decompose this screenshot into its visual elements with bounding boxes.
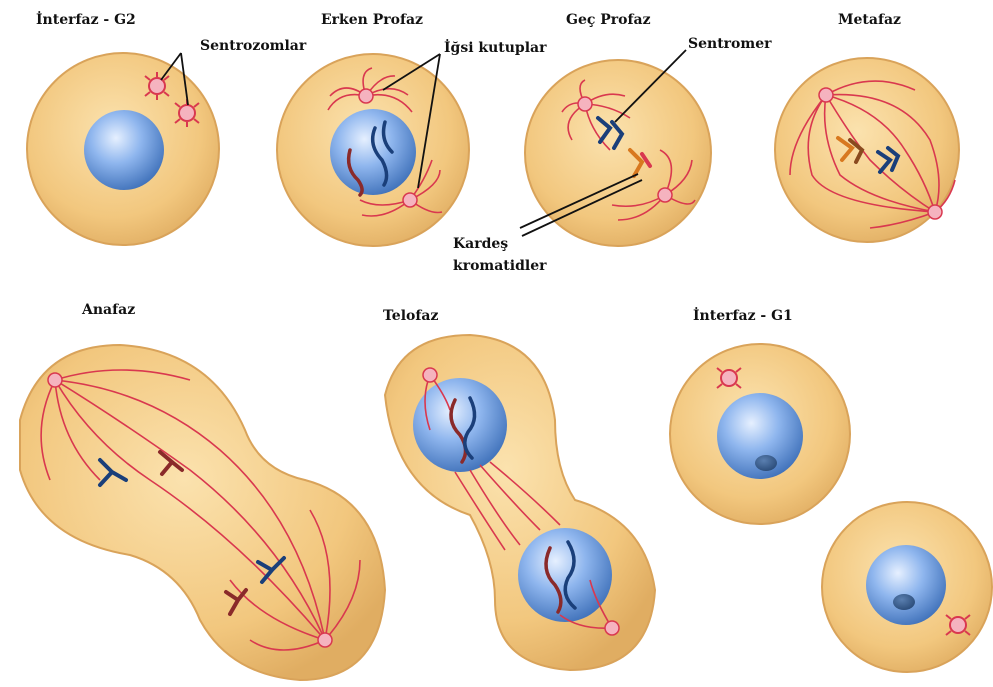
label-centromere: Sentromer: [688, 36, 772, 52]
cell-interphase-g2: [27, 53, 219, 245]
label-late-prophase: Geç Profaz: [566, 12, 651, 28]
nucleus: [518, 528, 612, 622]
label-anaphase: Anafaz: [81, 302, 135, 318]
label-early-prophase: Erken Profaz: [321, 12, 423, 28]
label-metaphase: Metafaz: [838, 12, 901, 28]
nucleus: [413, 378, 507, 472]
cell-membrane: [525, 60, 711, 246]
nucleus: [330, 109, 416, 195]
centrosome-icon: [946, 615, 970, 635]
cell-membrane: [20, 345, 385, 680]
label-interphase-g2: İnterfaz - G2: [36, 9, 136, 28]
label-interphase-g1: İnterfaz - G1: [693, 305, 793, 324]
label-sister-chromatids-1: Kardeş: [453, 236, 508, 252]
nucleus: [84, 110, 164, 190]
label-telophase: Telofaz: [383, 308, 438, 324]
nucleus: [866, 545, 946, 625]
label-spindle-poles: İğsi kutuplar: [444, 37, 547, 56]
cell-early-prophase: [277, 54, 469, 246]
nucleolus: [755, 455, 777, 471]
cell-membrane: [385, 335, 655, 670]
cell-interphase-g1-b: [822, 502, 992, 672]
centrosome-icon: [717, 368, 741, 388]
cell-metaphase: [775, 58, 959, 242]
cell-interphase-g1-a: [670, 344, 850, 524]
nucleolus: [893, 594, 915, 610]
label-sister-chromatids-2: kromatidler: [453, 258, 547, 274]
cell-late-prophase: [525, 60, 711, 246]
cell-anaphase: [20, 345, 385, 680]
label-centrosomes: Sentrozomlar: [200, 38, 307, 54]
cell-telophase: [385, 335, 655, 670]
